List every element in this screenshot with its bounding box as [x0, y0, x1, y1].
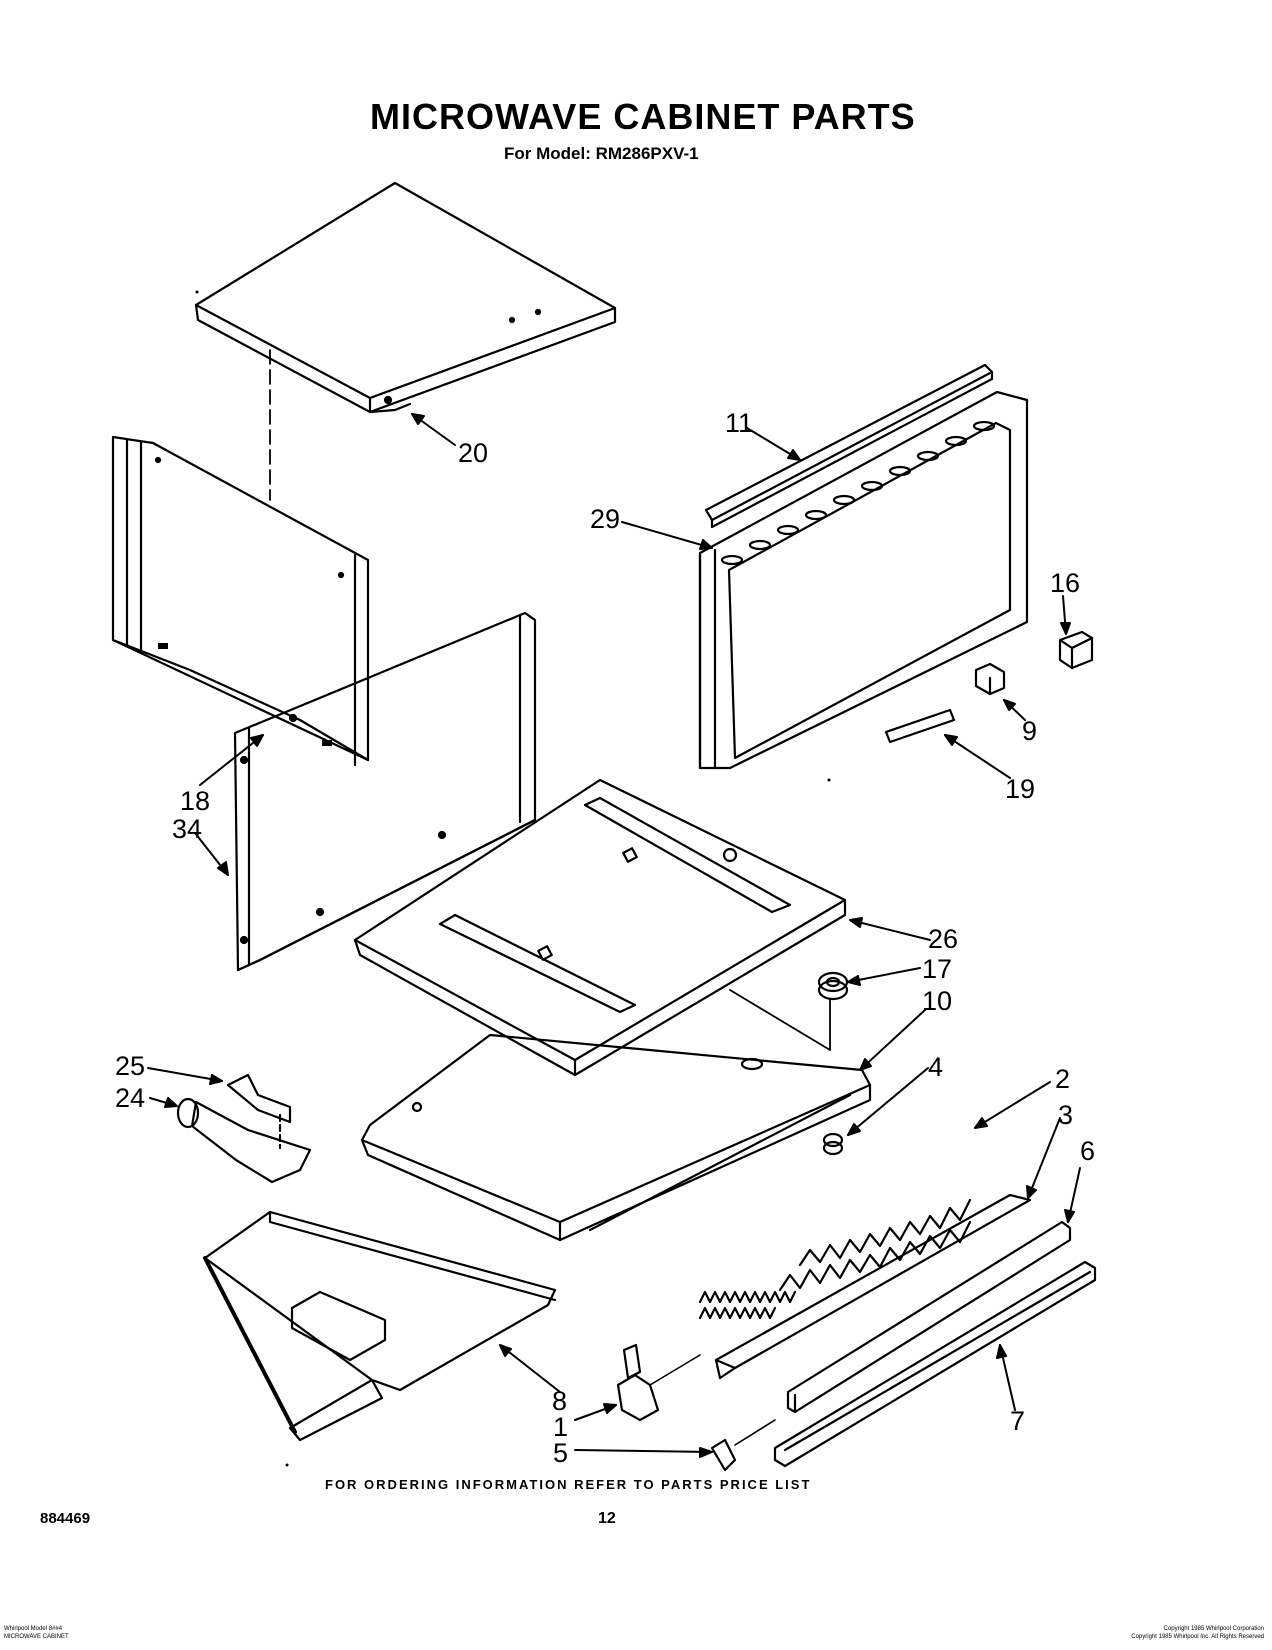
callout-29: 29 [590, 504, 620, 534]
page-title: MICROWAVE CABINET PARTS [370, 96, 916, 137]
part-3-trim-strip [714, 1193, 1032, 1380]
callout-3: 3 [1058, 1100, 1073, 1130]
callout-25: 25 [115, 1051, 145, 1081]
callout-18: 18 [180, 786, 210, 816]
model-subtitle: For Model: RM286PXV-1 [504, 144, 699, 163]
leader-lines [147, 413, 1081, 1458]
part-25-bracket [226, 1073, 292, 1150]
document-number: 884469 [40, 1510, 91, 1527]
part-19-label-strip [884, 708, 956, 744]
part-34-back-panel [233, 611, 537, 972]
part-4-nut [822, 1132, 844, 1156]
callout-4: 4 [928, 1052, 943, 1082]
fine-right-line-2: Copyright 1985 Whirlpool Inc. All Rights… [1131, 1634, 1264, 1640]
callout-16: 16 [1050, 568, 1080, 598]
callout-24: 24 [115, 1083, 145, 1113]
part-16-latch [1058, 630, 1094, 670]
callout-1: 1 [553, 1412, 568, 1442]
callout-17: 17 [922, 954, 952, 984]
callout-9: 9 [1022, 716, 1037, 746]
fine-left-line-1: Whirlpool Model 8##4 [4, 1626, 63, 1632]
part-9-switch [974, 662, 1006, 696]
part-24-duct [176, 1097, 312, 1184]
part-18-side-panel [111, 435, 370, 767]
part-8-bottom-plate [203, 1210, 557, 1442]
part-10-base-plate [360, 1033, 872, 1242]
part-29-front-frame [698, 390, 1029, 770]
callout-20: 20 [458, 438, 488, 468]
callout-labels: 20 11 29 16 9 19 18 34 26 17 10 25 24 4 … [115, 408, 1095, 1468]
fine-print-left: Whirlpool Model 8##4 MICROWAVE CABINET [4, 1625, 69, 1641]
page-number: 12 [598, 1510, 616, 1527]
part-2-grille [698, 1198, 972, 1320]
part-17-grommet [817, 971, 849, 1001]
callout-6: 6 [1080, 1136, 1095, 1166]
fine-print-right: Copyright 1985 Whirlpool Corporation Cop… [1131, 1625, 1264, 1641]
callout-34: 34 [172, 814, 202, 844]
callout-10: 10 [922, 986, 952, 1016]
fine-left-line-2: MICROWAVE CABINET [4, 1634, 69, 1640]
part-6-front-rail [786, 1220, 1072, 1414]
callout-2: 2 [1055, 1064, 1070, 1094]
callout-26: 26 [928, 924, 958, 954]
part-26-shelf [353, 778, 847, 1077]
callout-8: 8 [552, 1386, 567, 1416]
part-1-clip [616, 1343, 701, 1422]
callout-19: 19 [1005, 774, 1035, 804]
part-11-vent-strip [704, 363, 994, 529]
ordering-note: FOR ORDERING INFORMATION REFER TO PARTS … [325, 1477, 812, 1492]
callout-11: 11 [725, 408, 753, 438]
fine-right-line-1: Copyright 1985 Whirlpool Corporation [1163, 1626, 1264, 1632]
part-20-top-panel [194, 181, 617, 414]
part-5-end-cap [710, 1419, 776, 1472]
callout-7: 7 [1010, 1406, 1025, 1436]
callout-5: 5 [553, 1438, 568, 1468]
part-7-door-rail [773, 1260, 1097, 1468]
